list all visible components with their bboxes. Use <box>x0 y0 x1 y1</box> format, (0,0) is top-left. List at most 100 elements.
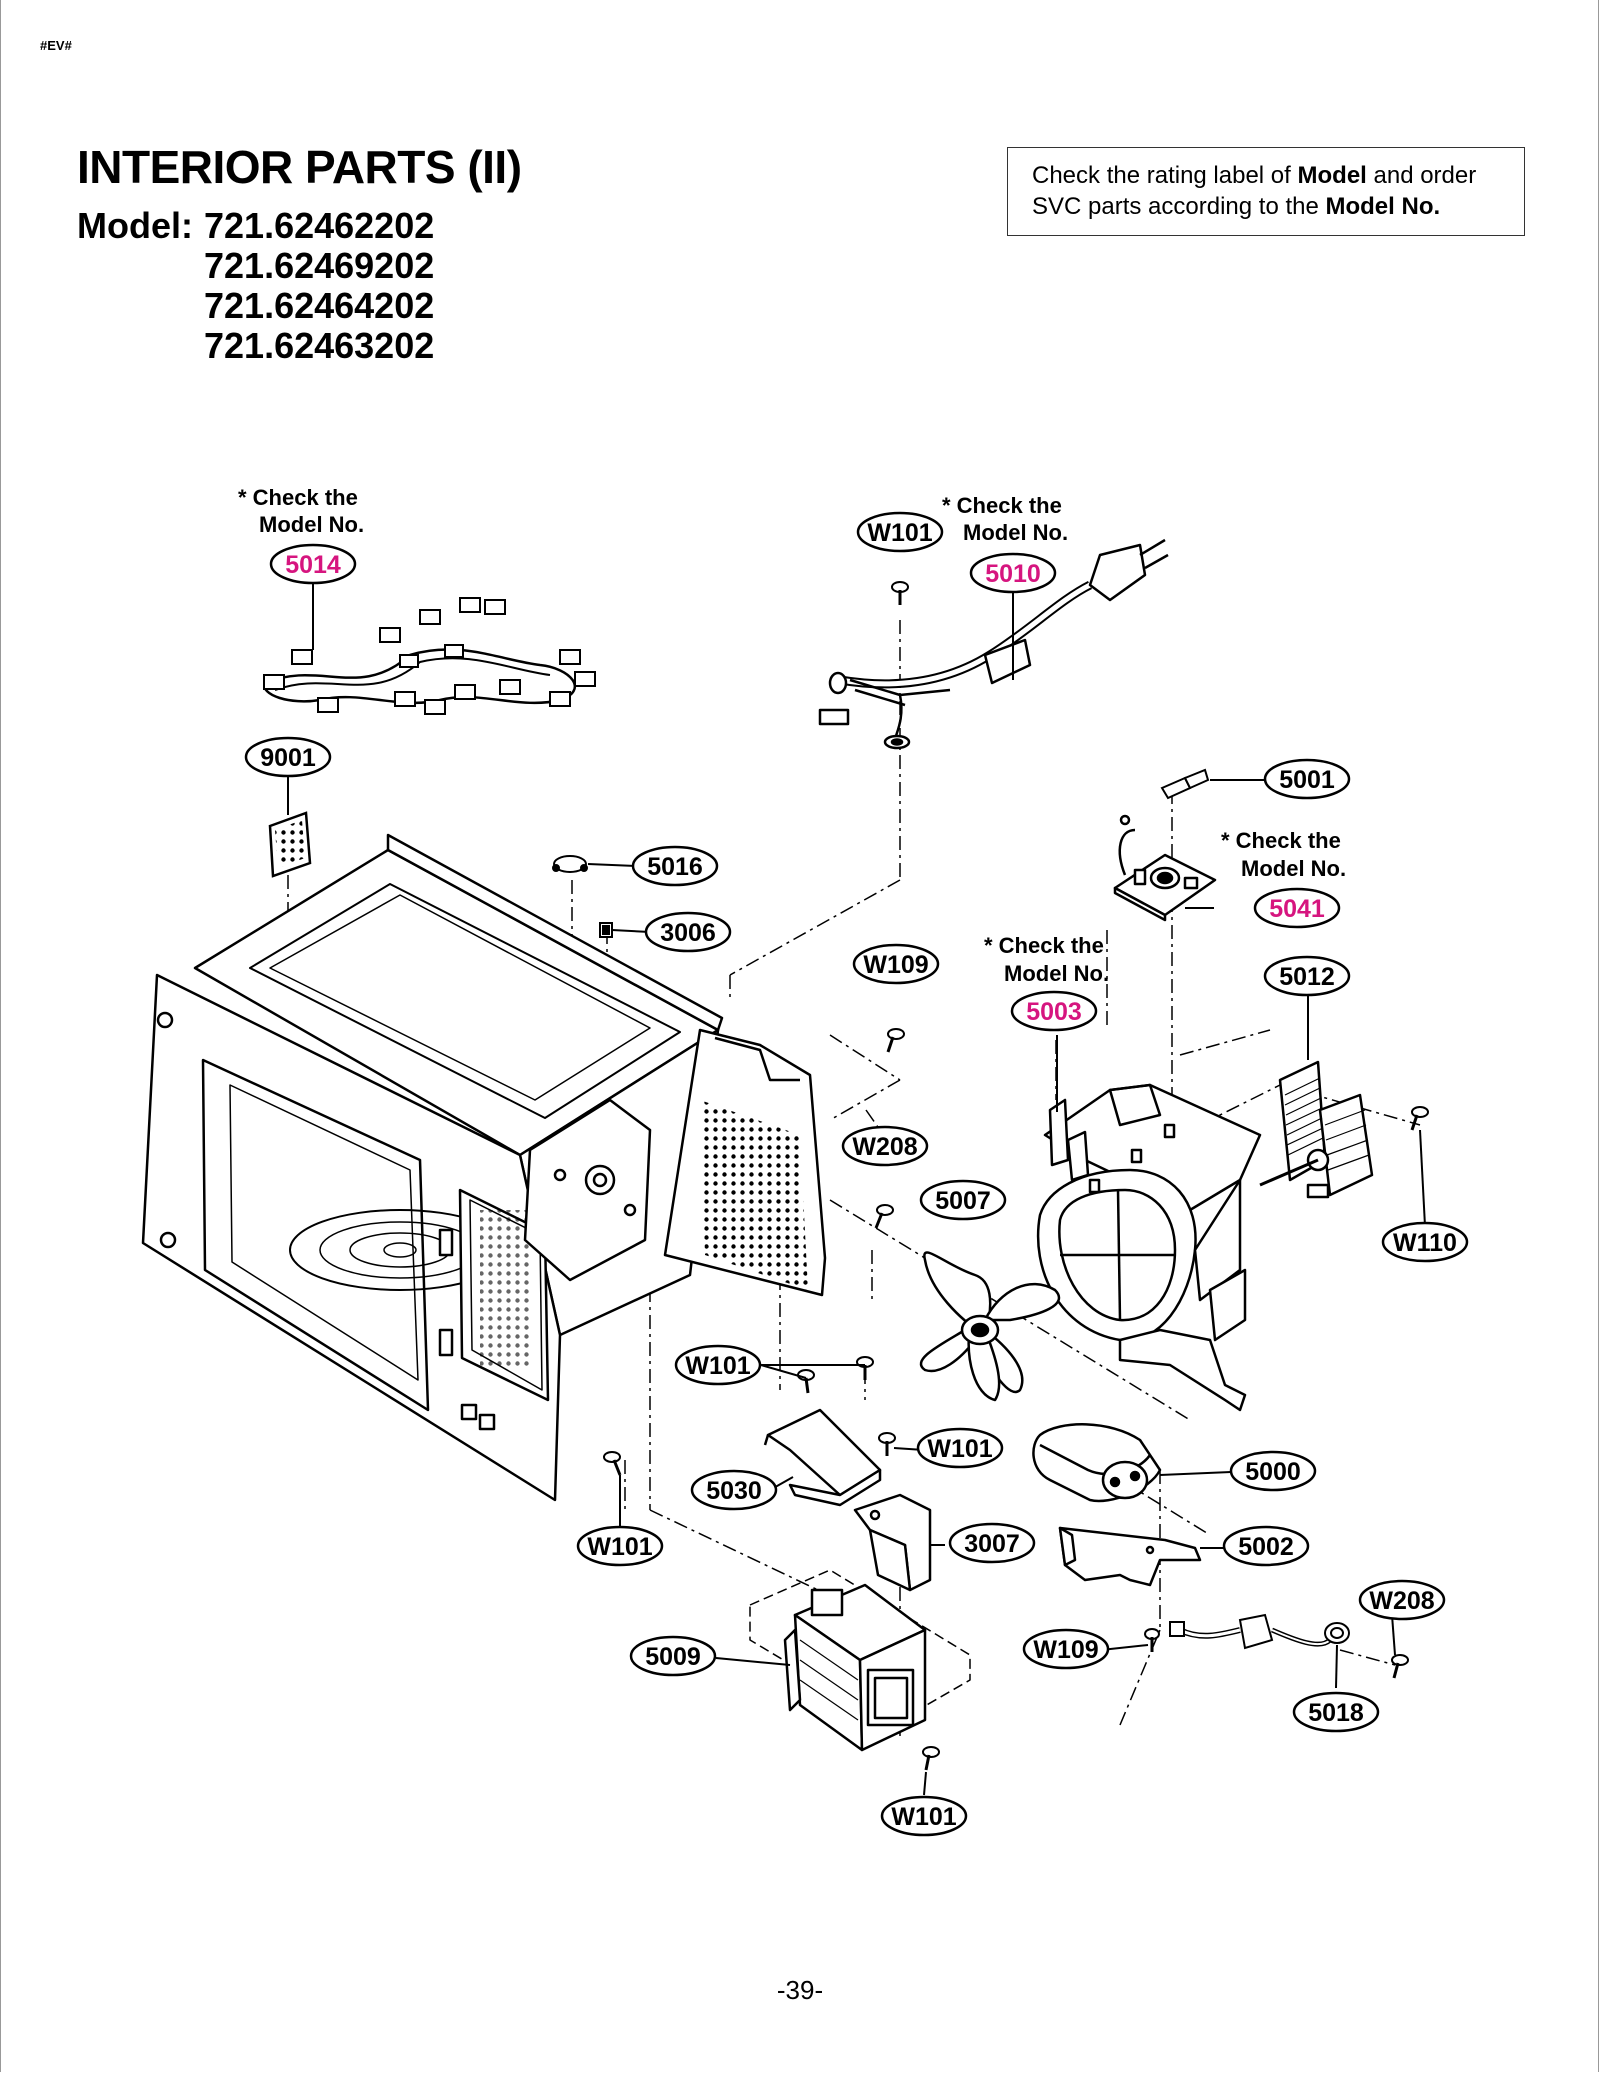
waveguide-assembly <box>523 1098 652 1282</box>
callout-w110: W110 <box>1381 1221 1469 1263</box>
bracket-3007 <box>853 1493 932 1592</box>
callout-5014: 5014 <box>269 543 357 585</box>
sensor-cable-5018 <box>1169 1613 1350 1650</box>
callout-w101: W101 <box>880 1795 968 1837</box>
note-line: Model No. <box>963 520 1068 545</box>
callout-label: 5003 <box>1026 998 1082 1026</box>
page-number: -39- <box>776 1975 824 2005</box>
model-check-notes: * Check the Model No. * Check the Model … <box>238 485 1346 986</box>
callout-label: W109 <box>863 951 928 979</box>
screw <box>1410 1106 1429 1131</box>
callout-w109: W109 <box>1022 1628 1110 1670</box>
callout-label: W101 <box>685 1352 750 1380</box>
note-line: * Check the <box>984 933 1104 958</box>
callout-w101: W101 <box>674 1344 762 1386</box>
callout-label: 5030 <box>706 1477 762 1505</box>
screws <box>603 581 1429 1771</box>
notice-bold: Model <box>1297 162 1367 189</box>
callout-label: W101 <box>587 1533 652 1561</box>
callout-label: 5012 <box>1279 963 1335 991</box>
callout-5012: 5012 <box>1263 955 1351 997</box>
callout-label: 5018 <box>1308 1699 1364 1727</box>
callout-label: 5002 <box>1238 1533 1294 1561</box>
callout-label: 5001 <box>1279 766 1335 794</box>
doc-tag: #EV# <box>40 38 72 53</box>
callout-w208: W208 <box>1358 1579 1446 1621</box>
note-line: Model No. <box>259 512 364 537</box>
screw <box>1391 1654 1409 1679</box>
capacitor-5000 <box>1032 1423 1162 1503</box>
power-cord-5010 <box>818 538 1169 750</box>
callout-3006: 3006 <box>644 911 732 953</box>
model-number: 721.62463202 <box>204 325 435 366</box>
callout-5000: 5000 <box>1229 1450 1317 1492</box>
callout-9001: 9001 <box>244 736 332 778</box>
callout-5010: 5010 <box>969 552 1057 594</box>
oven-cavity-assembly <box>141 833 724 1502</box>
callout-label: 9001 <box>260 744 316 772</box>
callout-5016: 5016 <box>631 845 719 887</box>
model-number: 721.62464202 <box>204 285 435 326</box>
model-label: Model: <box>77 205 193 246</box>
callout-label: W101 <box>891 1803 956 1831</box>
rear-panel <box>663 1028 827 1297</box>
fan-motor-5012 <box>1259 1060 1374 1199</box>
note-line: Model No. <box>1241 856 1346 881</box>
page-title: INTERIOR PARTS (II) <box>77 141 522 193</box>
callout-label: 5000 <box>1245 1458 1301 1486</box>
callout-w208: W208 <box>841 1125 929 1167</box>
notice-text: and order <box>1366 162 1477 189</box>
callout-5030: 5030 <box>690 1469 778 1511</box>
callout-w101: W101 <box>856 511 944 553</box>
callout-label: 5041 <box>1269 895 1325 923</box>
screw <box>1144 1628 1160 1652</box>
note-line: Model No. <box>1004 961 1109 986</box>
screw <box>603 1451 622 1476</box>
fan-bracket-5003 <box>1036 1083 1262 1412</box>
callout-label: W109 <box>1033 1636 1098 1664</box>
switch-3006 <box>599 922 613 938</box>
callout-label: W101 <box>927 1435 992 1463</box>
note-line: * Check the <box>942 493 1062 518</box>
model-number: 721.62469202 <box>204 245 435 286</box>
note-line: * Check the <box>1221 828 1341 853</box>
callout-5041: 5041 <box>1253 887 1341 929</box>
callout-label: 5016 <box>647 853 703 881</box>
callout-5003: 5003 <box>1010 990 1098 1032</box>
screw <box>891 581 909 605</box>
callout-label: 5010 <box>985 560 1041 588</box>
notice-text: SVC parts according to the <box>1032 193 1326 220</box>
callout-w101: W101 <box>916 1427 1004 1469</box>
screw <box>797 1369 815 1394</box>
bracket-5030 <box>763 1408 882 1507</box>
model-number: 721.62462202 <box>204 205 435 246</box>
bracket-5002 <box>1058 1526 1202 1587</box>
screw <box>874 1204 894 1229</box>
note-line: * Check the <box>238 485 358 510</box>
magnetron-5009 <box>749 1569 971 1752</box>
screw <box>922 1746 940 1771</box>
callout-5002: 5002 <box>1222 1525 1310 1567</box>
thermostat-5016 <box>552 855 588 873</box>
notice-bold: Model No. <box>1325 193 1441 220</box>
callout-5009: 5009 <box>629 1635 717 1677</box>
model-list: Model: 721.62462202 721.62469202 721.6246… <box>77 206 434 366</box>
callout-w109: W109 <box>852 943 940 985</box>
notice-box: Check the rating label of Model and orde… <box>1007 147 1525 236</box>
screw <box>878 1432 896 1456</box>
callout-3007: 3007 <box>948 1522 1036 1564</box>
wire-harness-5014 <box>263 597 596 715</box>
callout-5001: 5001 <box>1263 758 1351 800</box>
callout-label: 3007 <box>964 1530 1020 1558</box>
noise-filter-5041 <box>1113 814 1217 922</box>
fuse-5001 <box>1160 768 1210 800</box>
callout-label: W208 <box>852 1133 917 1161</box>
screw <box>886 1028 905 1053</box>
callout-label: W208 <box>1369 1587 1434 1615</box>
fan-blade-5007 <box>919 1251 1061 1402</box>
callout-w101: W101 <box>576 1525 664 1567</box>
notice-text: Check the rating label of <box>1032 162 1298 189</box>
